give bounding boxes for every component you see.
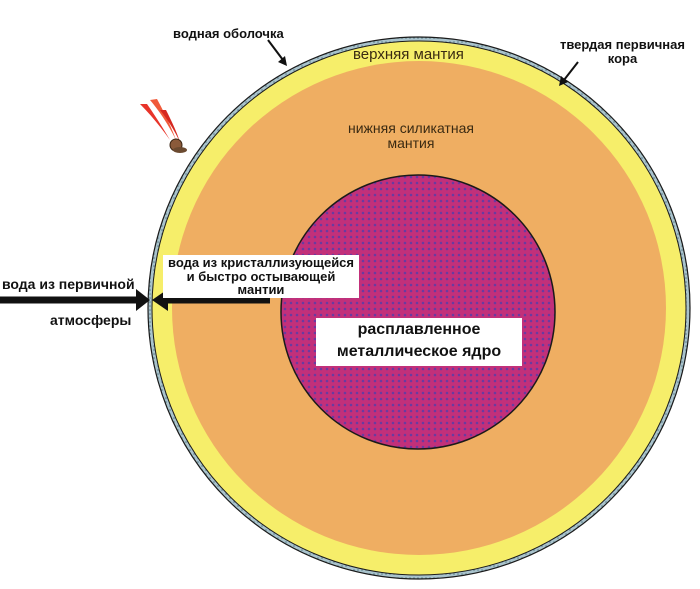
mantle-water-label-line1: вода из кристаллизующейся [168,255,354,270]
core-label-line2: металлическое ядро [336,342,502,360]
upper-mantle-label: верхняя мантия [353,46,464,63]
mantle-water-label-line2: и быстро остывающей [186,268,336,284]
primary-crust-pointer [559,61,579,86]
mantle-water-label-line3: мантии [237,282,285,298]
molten-core [280,174,556,450]
atmosphere-water-label-line1: вода из первичной [2,276,135,292]
primary-crust-label: твердая первичная кора [560,38,685,65]
core-label-line1: расплавленное [357,321,481,338]
atmosphere-water-label-line2: атмосферы [50,312,132,328]
lower-mantle-label-line1: нижняя силикатная [348,120,474,136]
primary-crust-label-line2: кора [607,50,638,66]
water-shell-label: водная оболочка [173,26,284,41]
atmosphere-water-arrow [0,289,150,311]
lower-mantle-label: нижняя силикатная мантия [348,121,474,150]
water-shell-pointer [267,39,287,66]
primary-crust-label-line1: твердая первичная [560,37,685,52]
core-label: расплавленное металлическое ядро [316,318,522,366]
meteorite-icon [140,99,187,153]
mantle-water-label: вода из кристаллизующейся и быстро остыв… [163,255,359,298]
lower-mantle-label-line2: мантия [387,134,435,151]
